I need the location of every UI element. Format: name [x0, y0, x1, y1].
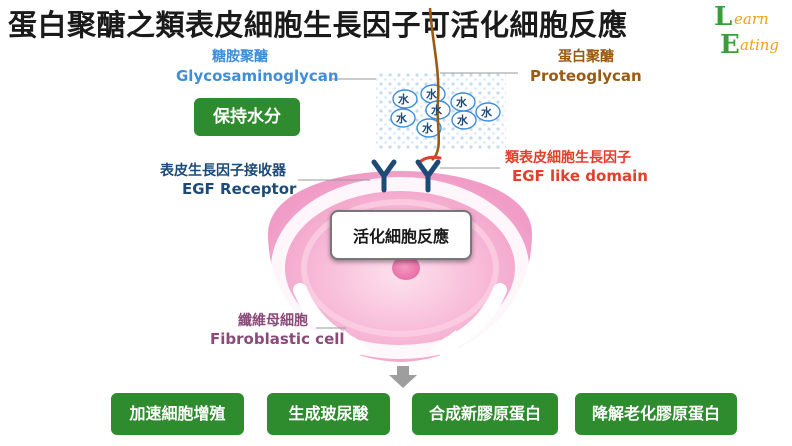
- egf-receptor-label-en: EGF Receptor: [182, 180, 297, 198]
- glycosaminoglycan-label-cn: 糖胺聚醣: [212, 49, 268, 65]
- fibroblast-label-cn: 纖維母細胞: [238, 313, 308, 329]
- outcome-new-collagen: 合成新膠原蛋白: [412, 393, 558, 435]
- fibroblast-label-en: Fibroblastic cell: [210, 330, 345, 348]
- egf-like-domain-label-cn: 類表皮細胞生長因子: [505, 150, 631, 166]
- learn-eating-logo: L earn E ating: [714, 2, 786, 60]
- outcome-degrade-old-collagen: 降解老化膠原蛋白: [575, 393, 737, 435]
- logo-word-earn: earn: [734, 10, 769, 28]
- glycosaminoglycan-label-en: Glycosaminoglycan: [176, 67, 339, 85]
- egf-like-domain: [418, 155, 442, 164]
- logo-letter-l: L: [714, 2, 733, 32]
- egf-like-domain-label-en: EGF like domain: [512, 167, 648, 185]
- page-title: 蛋白聚醣之類表皮細胞生長因子可活化細胞反應: [8, 8, 628, 42]
- down-arrow-icon: [389, 366, 417, 388]
- proteoglycan-strand: [428, 7, 441, 161]
- activate-cell-response-box: 活化細胞反應: [330, 210, 472, 260]
- logo-letter-e: E: [720, 30, 740, 60]
- outcome-hyaluronic-acid: 生成玻尿酸: [267, 393, 390, 435]
- outcome-cell-proliferation: 加速細胞增殖: [111, 393, 244, 435]
- egf-receptor-icon: [371, 159, 441, 193]
- leader-lines: [298, 72, 518, 329]
- glycosaminoglycan-matrix: [376, 72, 506, 150]
- retain-water-badge: 保持水分: [194, 98, 300, 136]
- logo-word-ating: ating: [740, 36, 780, 54]
- proteoglycan-label-cn: 蛋白聚醣: [558, 49, 614, 65]
- proteoglycan-label-en: Proteoglycan: [530, 67, 642, 85]
- egf-receptor-label-cn: 表皮生長因子接收器: [160, 163, 286, 179]
- nucleus: [392, 256, 420, 280]
